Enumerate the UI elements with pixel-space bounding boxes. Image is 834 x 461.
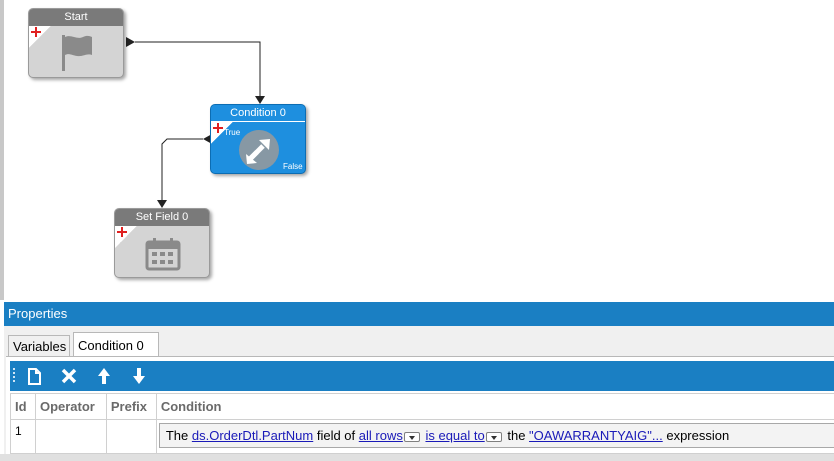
field-link[interactable]: ds.OrderDtl.PartNum: [191, 428, 314, 443]
set-field-node[interactable]: Set Field 0: [114, 208, 210, 278]
column-header-operator[interactable]: Operator: [34, 393, 107, 420]
condition-node[interactable]: Condition 0 True False: [210, 104, 306, 174]
false-label: False: [283, 162, 303, 171]
rows-dropdown-icon[interactable]: [403, 431, 420, 442]
condition-text: field of: [313, 428, 359, 443]
cell-id: 1: [10, 419, 36, 454]
column-header-prefix[interactable]: Prefix: [105, 393, 157, 420]
horizontal-scrollbar[interactable]: [0, 454, 834, 461]
tab-condition-0[interactable]: Condition 0: [73, 332, 159, 357]
cell-prefix[interactable]: [105, 419, 157, 454]
calendar-icon: [145, 238, 181, 271]
condition-expression: The ds.OrderDtl.PartNum field of all row…: [158, 423, 834, 448]
connector-start-condition: [135, 41, 261, 99]
move-down-icon[interactable]: [128, 365, 150, 387]
add-icon[interactable]: [213, 123, 223, 133]
arrows-icon: [239, 130, 279, 170]
condition-text: expression: [662, 428, 730, 443]
operator-dropdown-icon[interactable]: [485, 431, 502, 442]
rows-link[interactable]: all rows: [358, 428, 403, 443]
value-link[interactable]: "OAWARRANTYAIG"...: [529, 428, 663, 443]
condition-tab-content: Id Operator Prefix Condition 1 The ds.Or…: [6, 356, 834, 461]
start-node-title: Start: [29, 9, 123, 26]
add-icon[interactable]: [31, 27, 41, 37]
workflow-canvas[interactable]: Start Condition 0 True False Set Field 0: [0, 0, 834, 300]
operator-link[interactable]: is equal to: [425, 428, 485, 443]
table-row[interactable]: 1 The ds.OrderDtl.PartNum field of all r…: [10, 419, 834, 454]
connector-lines: [126, 37, 265, 208]
connector-arrowhead: [157, 200, 167, 208]
cell-condition: The ds.OrderDtl.PartNum field of all row…: [155, 419, 834, 454]
condition-text: the: [503, 428, 530, 443]
flag-icon: [62, 35, 92, 71]
new-icon[interactable]: [23, 365, 45, 387]
start-output-port: [126, 37, 135, 47]
move-up-icon[interactable]: [93, 365, 115, 387]
tab-variables[interactable]: Variables: [8, 335, 70, 357]
delete-icon[interactable]: [58, 365, 80, 387]
condition-node-title: Condition 0: [211, 105, 305, 122]
condition-toolbar: [10, 361, 834, 391]
true-label: True: [224, 128, 241, 137]
connector-arrowhead: [255, 96, 265, 104]
connector-condition-setfield: [161, 138, 203, 202]
condition-grid: Id Operator Prefix Condition 1 The ds.Or…: [10, 393, 834, 454]
add-icon[interactable]: [117, 227, 127, 237]
cell-operator[interactable]: [34, 419, 107, 454]
column-header-id[interactable]: Id: [10, 393, 36, 420]
condition-true-port: [203, 134, 212, 144]
column-header-condition[interactable]: Condition: [155, 393, 834, 420]
set-field-node-title: Set Field 0: [115, 209, 209, 226]
properties-panel: Variables Condition 0 Id Operator: [4, 326, 834, 461]
start-node[interactable]: Start: [28, 8, 124, 78]
toolbar-grip: [13, 368, 15, 384]
properties-header: Properties: [4, 302, 834, 326]
condition-text: The: [165, 428, 192, 443]
